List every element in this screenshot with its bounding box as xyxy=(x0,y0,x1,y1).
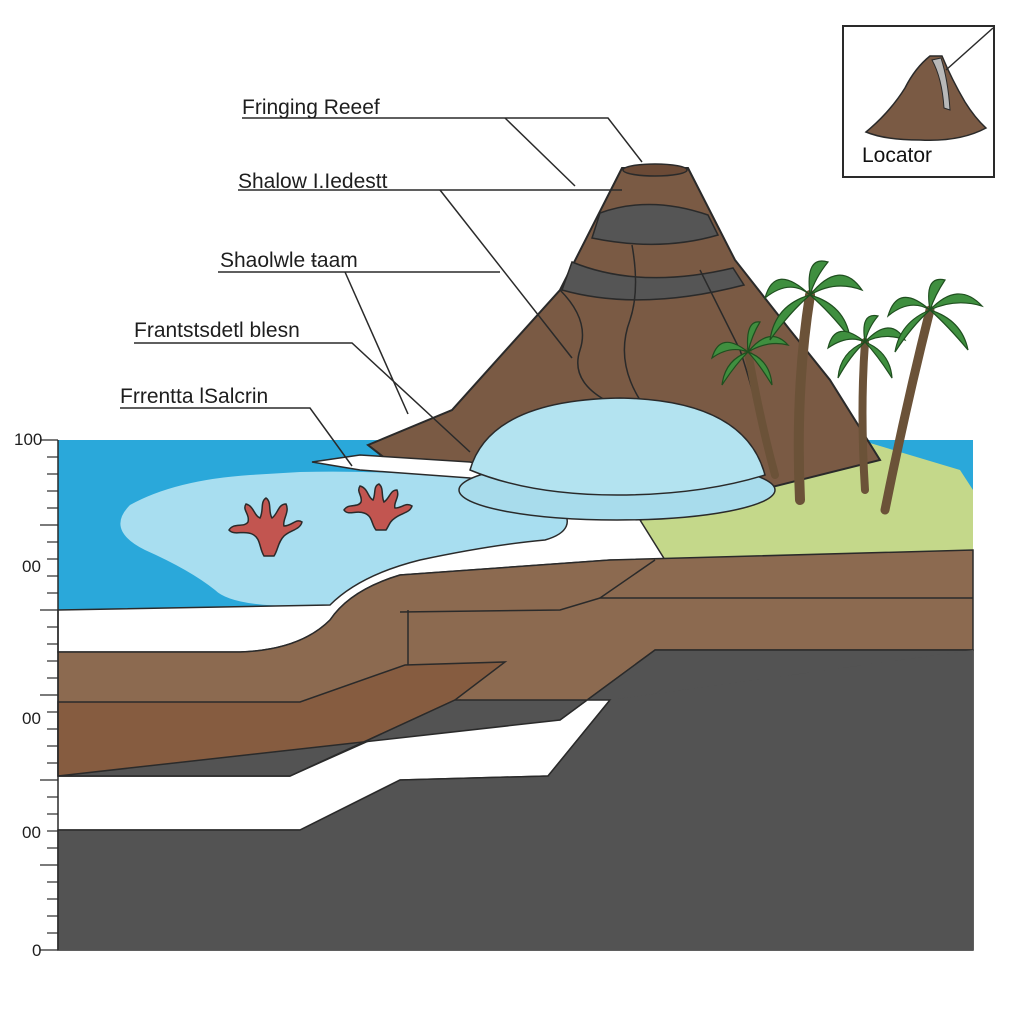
reef-dome xyxy=(458,397,776,521)
leader-frontal-salcrin xyxy=(120,407,353,467)
palm-tree-icon xyxy=(827,314,907,494)
depth-tick-label: 0 xyxy=(32,941,41,960)
locator-label: Locator xyxy=(862,144,932,167)
label-frontal-basin: Frantstsdetl blesn xyxy=(134,319,300,342)
palm-tree-icon xyxy=(880,278,984,515)
leader-shallow-deposit-branch xyxy=(439,189,573,359)
volcano-band-upper xyxy=(591,203,720,246)
depth-tick-label: 100 xyxy=(14,430,42,449)
leader-fringing-reef xyxy=(242,117,643,163)
lagoon xyxy=(120,471,568,606)
label-shallow-seam: Shaolwle ŧaam xyxy=(220,249,358,272)
locator-inset: Locator xyxy=(842,25,995,178)
volcano-band-lower xyxy=(561,261,746,301)
soil-boundary-2 xyxy=(399,597,973,613)
volcano-crater xyxy=(622,163,688,177)
depth-tick-label: 00 xyxy=(22,557,41,576)
depth-tick-label: 00 xyxy=(22,709,41,728)
depth-scale-ticks xyxy=(40,439,58,951)
depth-scale: 100 00 00 00 0 xyxy=(14,430,59,960)
palm-tree-icon xyxy=(763,260,864,505)
palm-tree-icon xyxy=(710,321,790,479)
callout-leaders xyxy=(120,117,643,467)
reef-dome-top xyxy=(469,397,766,496)
island-ground xyxy=(610,440,973,560)
soil-boundary-3 xyxy=(599,559,656,599)
leader-frontal-basin xyxy=(134,342,471,453)
volcano-ridge-1 xyxy=(559,289,606,401)
leader-fringing-reef-branch xyxy=(504,117,576,187)
coral-icon xyxy=(343,483,413,531)
bedrock-boundary xyxy=(58,699,611,831)
volcano-icon xyxy=(864,55,988,141)
label-frontal-salcrin: Frrentta lSalcrin xyxy=(120,385,268,408)
coral-icon xyxy=(228,497,303,557)
volcano-ridge-2 xyxy=(623,244,641,401)
label-shallow-deposit: Shalow I.Iedestt xyxy=(238,170,388,193)
leader-shallow-seam-branch xyxy=(344,271,409,415)
locator-pointer xyxy=(945,27,994,71)
label-fringing-reef: Fringing Reeef xyxy=(242,96,380,119)
depth-tick-label: 00 xyxy=(22,823,41,842)
bedrock-lower xyxy=(58,650,973,950)
